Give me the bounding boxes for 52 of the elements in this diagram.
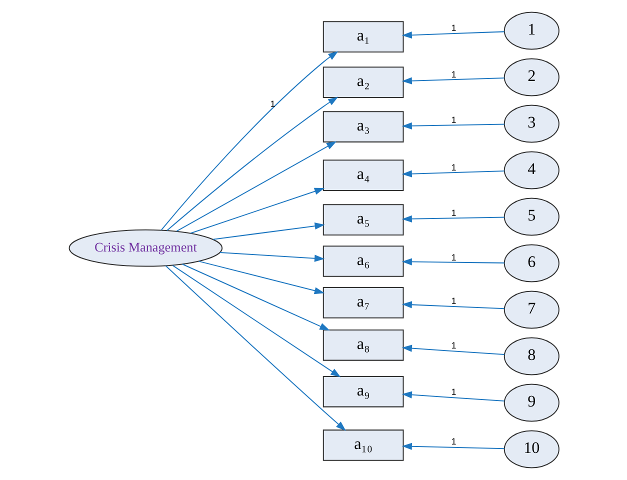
node-box: a₅: [322, 204, 404, 236]
edge-label: 1: [450, 296, 456, 306]
node-ellipse: 8: [503, 337, 559, 376]
edge-label: 1: [450, 436, 456, 446]
node-box: a₂: [322, 66, 404, 98]
arrow: [219, 252, 324, 262]
edge-label: 1: [450, 252, 456, 262]
edge-label: 1: [270, 98, 275, 109]
node-ellipse: 6: [503, 244, 559, 282]
arrow: [401, 170, 504, 178]
arrow: [401, 77, 504, 84]
node-box: a₇: [322, 287, 404, 318]
edge-label: 1: [450, 208, 456, 218]
edge-label: 1: [450, 22, 456, 33]
node-ellipse: 1: [503, 12, 559, 50]
arrow: [172, 264, 340, 378]
edge-label: 1: [450, 386, 456, 397]
node-box: a₃: [322, 111, 404, 142]
edge-label: 1: [450, 162, 456, 172]
node-box: a₁₀: [322, 430, 404, 461]
arrow: [190, 188, 324, 234]
node-box: a₄: [322, 160, 404, 191]
arrow: [401, 122, 504, 130]
arrow: [198, 260, 324, 294]
arrow: [160, 51, 338, 230]
arrow: [401, 442, 504, 450]
arrow: [166, 96, 338, 231]
arrow: [401, 31, 504, 39]
arrow: [182, 264, 330, 331]
arrow: [212, 222, 324, 240]
arrow: [401, 344, 504, 355]
arrow: [401, 301, 504, 310]
node-ellipse: 2: [503, 58, 559, 96]
node-ellipse: 9: [503, 384, 559, 422]
node-ellipse: Crisis Management: [68, 229, 222, 267]
arrow: [401, 258, 504, 266]
edge-label: 1: [450, 114, 456, 125]
node-ellipse: 10: [503, 430, 559, 468]
arrow: [401, 391, 504, 402]
node-ellipse: 5: [503, 198, 559, 236]
node-ellipse: 4: [503, 151, 559, 190]
edge-label: 1: [450, 340, 456, 350]
arrow: [401, 215, 504, 222]
arrow: [176, 141, 336, 232]
node-box: a₆: [322, 246, 404, 277]
node-box: a₉: [322, 376, 404, 408]
arrow: [164, 265, 346, 431]
node-ellipse: 3: [503, 104, 559, 143]
edge-label: 1: [450, 69, 456, 80]
node-box: a₁: [322, 21, 404, 52]
node-box: a₈: [322, 329, 404, 361]
node-ellipse: 7: [503, 290, 559, 329]
